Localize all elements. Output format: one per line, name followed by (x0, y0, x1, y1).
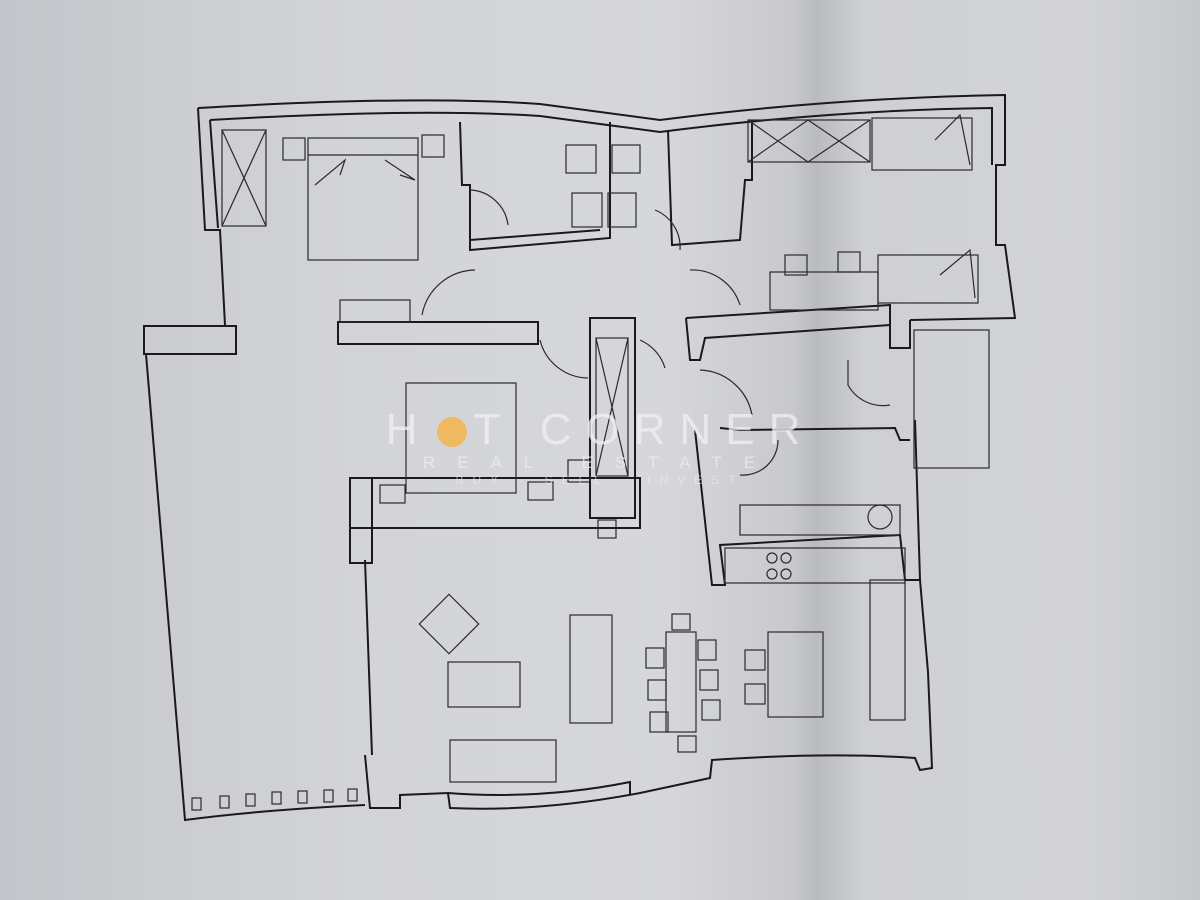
kitchen-counter (724, 547, 906, 584)
kitchen-table (767, 631, 824, 718)
furniture (221, 113, 990, 783)
sofa (569, 614, 613, 724)
armchair (418, 593, 480, 655)
double-bed (307, 137, 419, 261)
dining-table (665, 631, 697, 733)
outer-walls (143, 93, 1017, 822)
door-swings (421, 189, 891, 476)
terrace-posts (191, 788, 358, 811)
bed (405, 382, 517, 494)
sofa (449, 739, 557, 783)
coffee-table (447, 661, 521, 708)
interior-walls (337, 120, 922, 756)
